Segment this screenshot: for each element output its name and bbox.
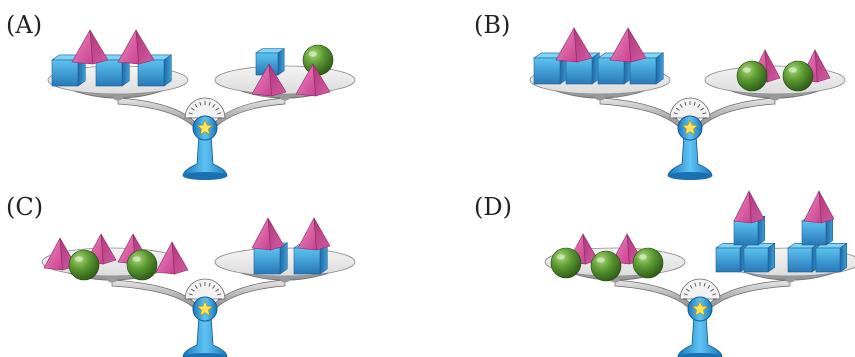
pyramid-shape [251,216,285,251]
sphere-shape [782,60,814,92]
star-icon [196,119,214,136]
sphere-shape [302,44,334,76]
sphere-shape [736,60,768,92]
dial-gauge [184,97,226,141]
sphere-shape [550,247,582,279]
pyramid-shape [733,189,765,224]
dial-gauge [679,278,721,322]
cube-shape [629,52,665,85]
balance-beam [614,279,791,310]
panel-b-scale [529,27,846,180]
pyramid-shape [609,27,647,63]
pyramid-shape [251,63,287,97]
pyramid-shape [71,29,109,65]
star-icon [196,300,214,317]
balance-stand [182,314,228,357]
pyramid-shape [295,63,331,97]
balance-beam [117,97,286,129]
panel-d-scale [544,189,855,357]
balance-beam [111,279,286,310]
panel-b-label: (B) [474,11,511,39]
dial-gauge [669,97,711,141]
sphere-shape [68,249,100,281]
balance-stand [182,133,228,180]
cube-shape [787,242,820,273]
cube-shape [743,242,776,273]
cube-shape [137,54,173,87]
balance-stand [677,314,723,357]
pyramid-shape [803,189,835,224]
balance-beam [599,97,776,129]
right-pan [214,65,356,101]
cube-shape [715,242,748,273]
pyramid-shape [155,240,189,275]
pyramid-shape [555,27,593,63]
panel-c-scale [41,216,356,357]
cube-shape [533,52,569,85]
star-icon [691,300,709,317]
pyramid-shape [117,29,155,65]
balance-stand [667,133,713,180]
dial-gauge [184,278,226,322]
sphere-shape [126,249,158,281]
panel-d-label: (D) [474,193,512,221]
panel-a-scale [47,29,356,180]
star-icon [681,119,699,136]
cube-shape [253,242,289,275]
cube-shape [815,242,848,273]
panel-a-label: (A) [6,11,43,39]
sphere-shape [590,250,622,282]
panel-c-label: (C) [6,193,44,221]
pyramid-shape [297,216,331,251]
sphere-shape [632,247,664,279]
